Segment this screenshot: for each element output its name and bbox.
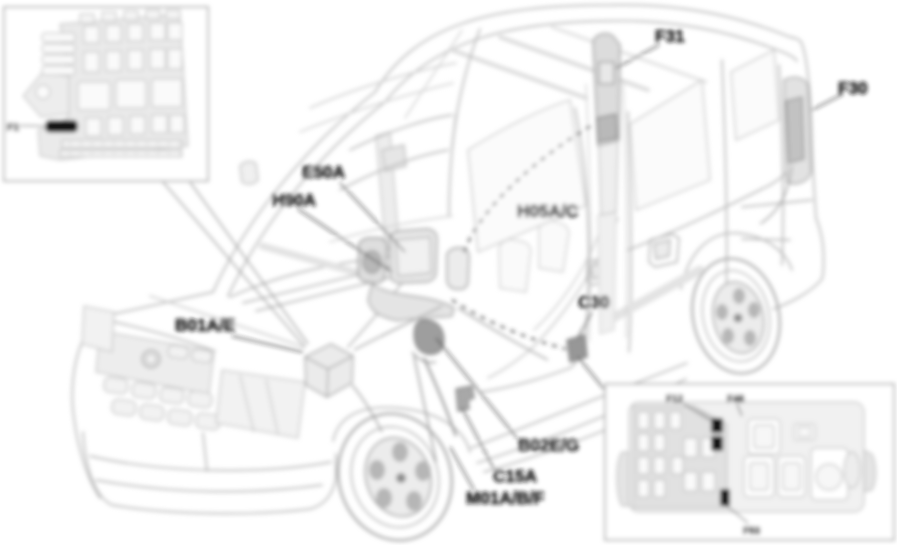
svg-text:B01A/E: B01A/E bbox=[175, 315, 235, 335]
svg-text:C15A: C15A bbox=[493, 466, 537, 486]
svg-text:F30: F30 bbox=[838, 78, 868, 98]
svg-text:H90A: H90A bbox=[272, 190, 316, 210]
svg-text:H05A/C: H05A/C bbox=[517, 201, 578, 221]
svg-text:E50A: E50A bbox=[302, 162, 345, 182]
svg-text:B02E/G: B02E/G bbox=[518, 435, 579, 455]
svg-text:F12: F12 bbox=[666, 394, 684, 405]
svg-text:F31: F31 bbox=[655, 26, 685, 46]
svg-text:F53: F53 bbox=[743, 526, 761, 537]
svg-text:C30: C30 bbox=[578, 292, 610, 312]
svg-text:F48: F48 bbox=[727, 394, 745, 405]
svg-text:M01A/B/F: M01A/B/F bbox=[466, 488, 544, 508]
svg-text:F1: F1 bbox=[7, 122, 19, 134]
